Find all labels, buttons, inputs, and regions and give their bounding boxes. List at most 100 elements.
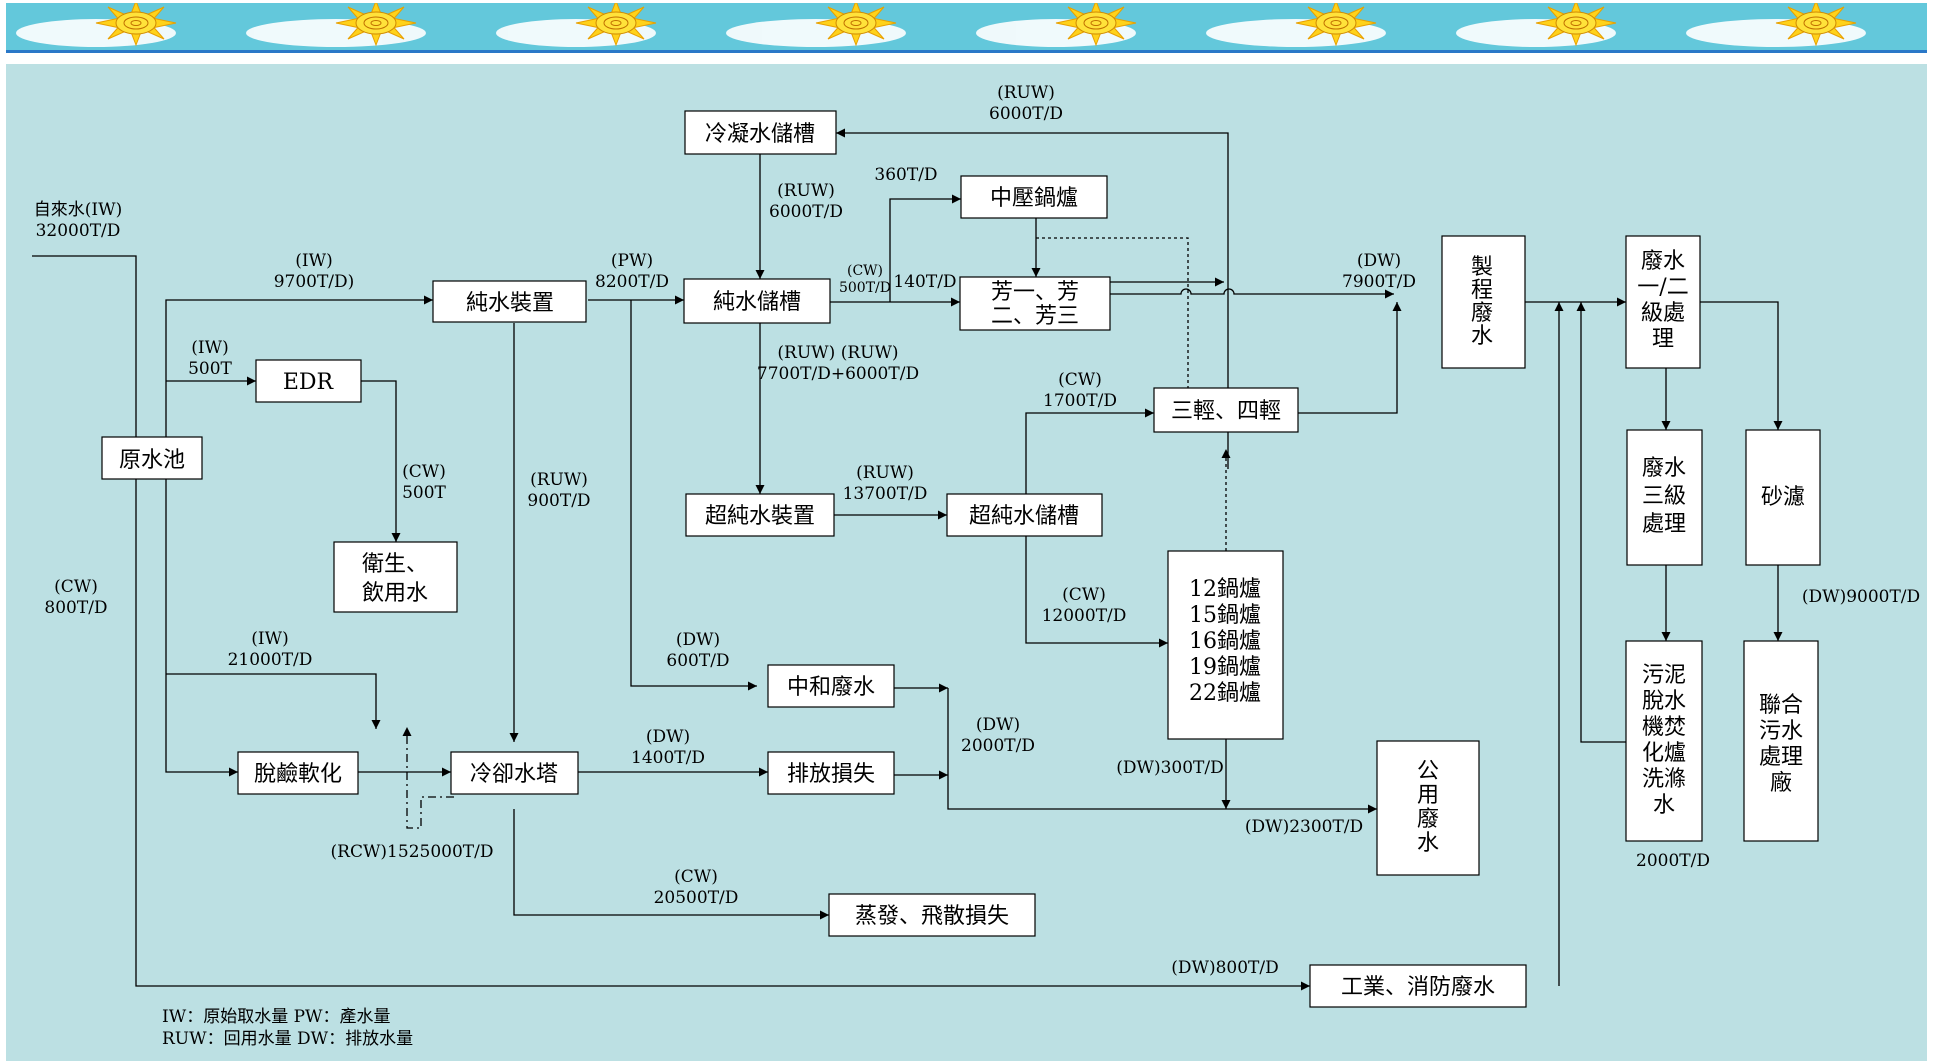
flow-label: 9700T/D) [274,272,355,292]
node-sanitary-water: 衛生、 飲用水 [334,542,457,612]
flow-label: 140T/D [893,272,956,292]
flow-label: 900T/D [527,491,590,511]
flow-label: 7700T/D+6000T/D [757,364,919,384]
node-label: EDR [283,370,335,395]
node-raw-pool: 原水池 [102,437,202,479]
flow-label: (DW)300T/D [1116,758,1224,778]
flow-label: (RUW) [777,181,835,201]
node-label: 級處 [1641,301,1685,326]
node-label: 飲用水 [362,581,428,606]
flow-label: (RUW) [530,470,588,490]
node-label: 處理 [1759,745,1803,770]
flow-label: (IW) [295,251,332,271]
flow-label: (RUW) [856,463,914,483]
node-evaporation-loss: 蒸發、飛散損失 [829,894,1035,936]
flow-label: (CW) [674,867,718,887]
flow-label: (CW) [847,263,883,279]
flow-label: 500T [188,359,232,379]
node-pure-water-tank: 純水儲槽 [684,279,830,323]
node-label: 19鍋爐 [1189,655,1261,680]
flow-label: (RUW) (RUW) [777,343,898,363]
node-utility-wastewater: 公 用 廢 水 [1377,741,1479,875]
flow-label: 360T/D [874,165,937,185]
flow-label: 800T/D [44,598,107,618]
node-label: 工業、消防廢水 [1341,975,1495,1000]
node-label: 超純水儲槽 [969,504,1079,529]
node-label: 聯合 [1759,693,1803,718]
node-label: 砂濾 [1761,485,1805,510]
sun-banner-graphic [6,3,1927,53]
flow-label: (CW) [1058,370,1102,390]
legend-line: IW：原始取水量 PW：產水量 [162,1007,391,1027]
flow-label: 13700T/D [843,484,928,504]
flow-label: 600T/D [666,651,729,671]
node-label: 水 [1471,324,1493,349]
node-label: 處理 [1642,512,1686,537]
node-sand-filter: 砂濾 [1746,430,1820,565]
flow-label: (DW) [1357,251,1401,271]
node-label: 蒸發、飛散損失 [855,904,1009,929]
flow-label: (RCW)1525000T/D [331,842,494,862]
node-label: 洗滌 [1642,767,1686,792]
node-label: 一/二 [1637,275,1688,300]
flow-label: 8200T/D [595,272,669,292]
water-flow-diagram: 原水池 純水裝置 EDR 衛生、 飲用水 脫鹼軟化 冷卻水塔 冷凝水儲槽 純水儲… [6,64,1927,1061]
flow-label: 21000T/D [228,650,313,670]
node-pure-water-unit: 純水裝置 [433,281,586,322]
flow-label: (DW)9000T/D [1802,587,1920,607]
flow-label: 20500T/D [654,888,739,908]
node-label: 三輕、四輕 [1171,399,1281,424]
flow-label: (DW) [676,630,720,650]
node-label: 廢 [1417,807,1439,832]
node-label: 水 [1653,793,1675,818]
flow-label: 1700T/D [1043,391,1117,411]
node-wastewater-primary-secondary: 廢水 一/二 級處 理 [1626,236,1700,368]
node-process-wastewater: 製 程 廢 水 [1442,236,1525,368]
flow-label: (CW) [402,462,446,482]
node-label: 廢 [1471,301,1493,326]
flow-label: 500T/D [839,280,891,296]
node-industrial-fire-wastewater: 工業、消防廢水 [1310,965,1526,1007]
node-label: 污水 [1759,719,1803,744]
flow-diagram-svg: 原水池 純水裝置 EDR 衛生、 飲用水 脫鹼軟化 冷卻水塔 冷凝水儲槽 純水儲… [6,64,1927,1061]
node-sludge-incinerator-wash: 污泥 脫水 機焚 化爐 洗滌 水 [1626,641,1702,841]
flow-label: 自來水(IW) [34,200,122,220]
flow-label: (IW) [191,338,228,358]
node-label: 芳一、芳 [991,280,1079,305]
node-cooling-tower: 冷卻水塔 [451,752,578,794]
node-label: 22鍋爐 [1189,681,1261,706]
node-label: 中和廢水 [787,675,875,700]
node-label: 廢水 [1641,249,1685,274]
flow-label: (CW) [54,577,98,597]
flow-label: 500T [402,483,446,503]
flow-label: (IW) [251,629,288,649]
node-medium-pressure-boiler: 中壓鍋爐 [961,176,1107,218]
node-joint-wastewater-plant: 聯合 污水 處理 廠 [1744,641,1818,841]
node-label: 原水池 [119,448,185,473]
node-label: 製 [1471,255,1493,280]
flow-label: (DW)800T/D [1171,958,1279,978]
node-boilers: 12鍋爐 15鍋爐 16鍋爐 19鍋爐 22鍋爐 [1168,551,1283,739]
node-ultra-pure-tank: 超純水儲槽 [947,494,1102,536]
node-label: 脫鹼軟化 [254,762,342,787]
flow-label: 32000T/D [36,221,121,241]
node-label: 純水儲槽 [713,290,801,315]
banner-underline [6,50,1927,53]
node-label: 二、芳三 [991,304,1079,329]
node-label: 16鍋爐 [1189,629,1261,654]
node-label: 污泥 [1642,663,1686,688]
flow-label: (PW) [611,251,653,271]
node-wastewater-tertiary: 廢水 三級 處理 [1627,430,1702,565]
node-label: 化爐 [1642,741,1686,766]
sun-banner [6,3,1927,53]
node-label: 排放損失 [787,762,875,787]
node-condensate-tank: 冷凝水儲槽 [685,111,836,154]
node-label: 冷凝水儲槽 [705,122,815,147]
node-label: 脫水 [1642,689,1686,714]
node-discharge-loss: 排放損失 [768,752,894,794]
flow-label: 6000T/D [989,104,1063,124]
node-label: 冷卻水塔 [470,762,558,787]
node-neutral-waste: 中和廢水 [768,665,894,707]
flow-label: (DW) [976,715,1020,735]
node-label: 程 [1471,278,1493,303]
